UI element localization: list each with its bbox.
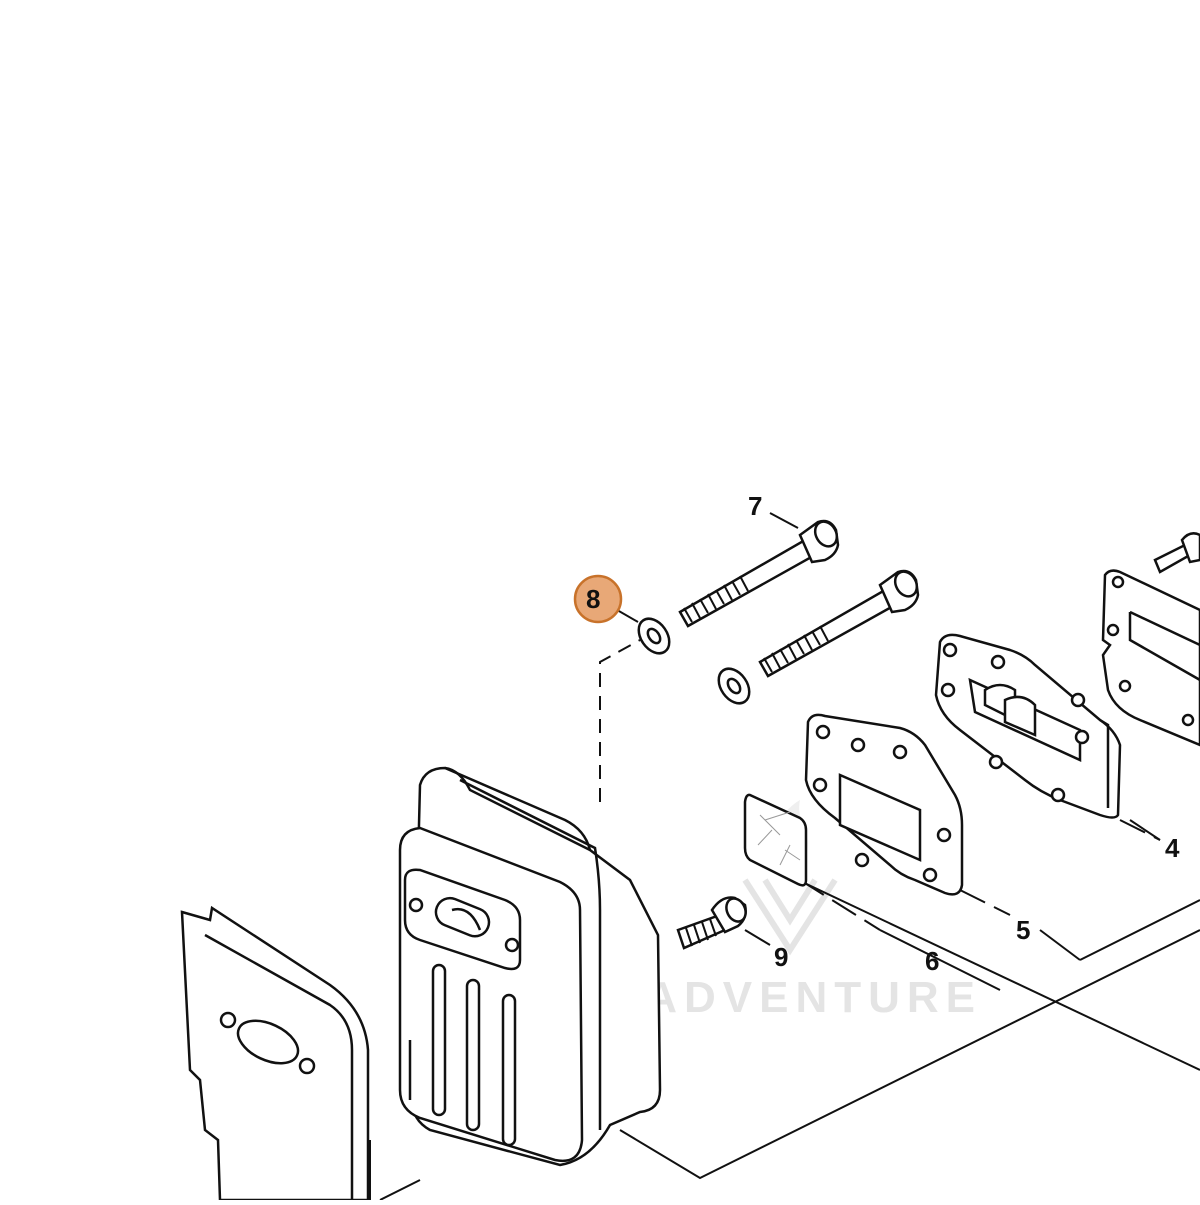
callout-highlight-8[interactable] [573,574,623,624]
label-9[interactable]: 9 [774,942,788,972]
plate-bolt-hole [219,1011,237,1029]
screw-part-9 [676,896,771,950]
gasket-part-5 [804,713,964,896]
bolt-part-7-lower [758,569,920,678]
bolt-part-7-upper [678,519,840,628]
muffler-outlet-slot [434,896,491,938]
plate-port-hole [236,1019,300,1065]
plate-bolt-hole [298,1057,316,1075]
heat-shield-plate [180,905,370,1202]
muffler-cooling-slot [431,963,447,1117]
washer-part-8-second [717,667,751,705]
flange-part-4 [934,633,1122,819]
label-8[interactable]: 8 [586,584,600,614]
muffler-bolt-hole [504,937,520,953]
muffler-cooling-slot [465,978,481,1132]
label-7[interactable]: 7 [748,491,762,521]
assembly-guide-lines [369,639,1200,1201]
washer-part-8 [637,617,671,655]
mounting-bracket [1101,532,1200,747]
muffler-cooling-slot [501,993,517,1147]
muffler [398,766,662,1167]
label-4[interactable]: 4 [1165,833,1180,863]
label-5[interactable]: 5 [1016,915,1030,945]
spark-arrestor-screen [743,793,808,887]
label-6[interactable]: 6 [925,946,939,976]
muffler-bolt-hole [408,897,424,913]
